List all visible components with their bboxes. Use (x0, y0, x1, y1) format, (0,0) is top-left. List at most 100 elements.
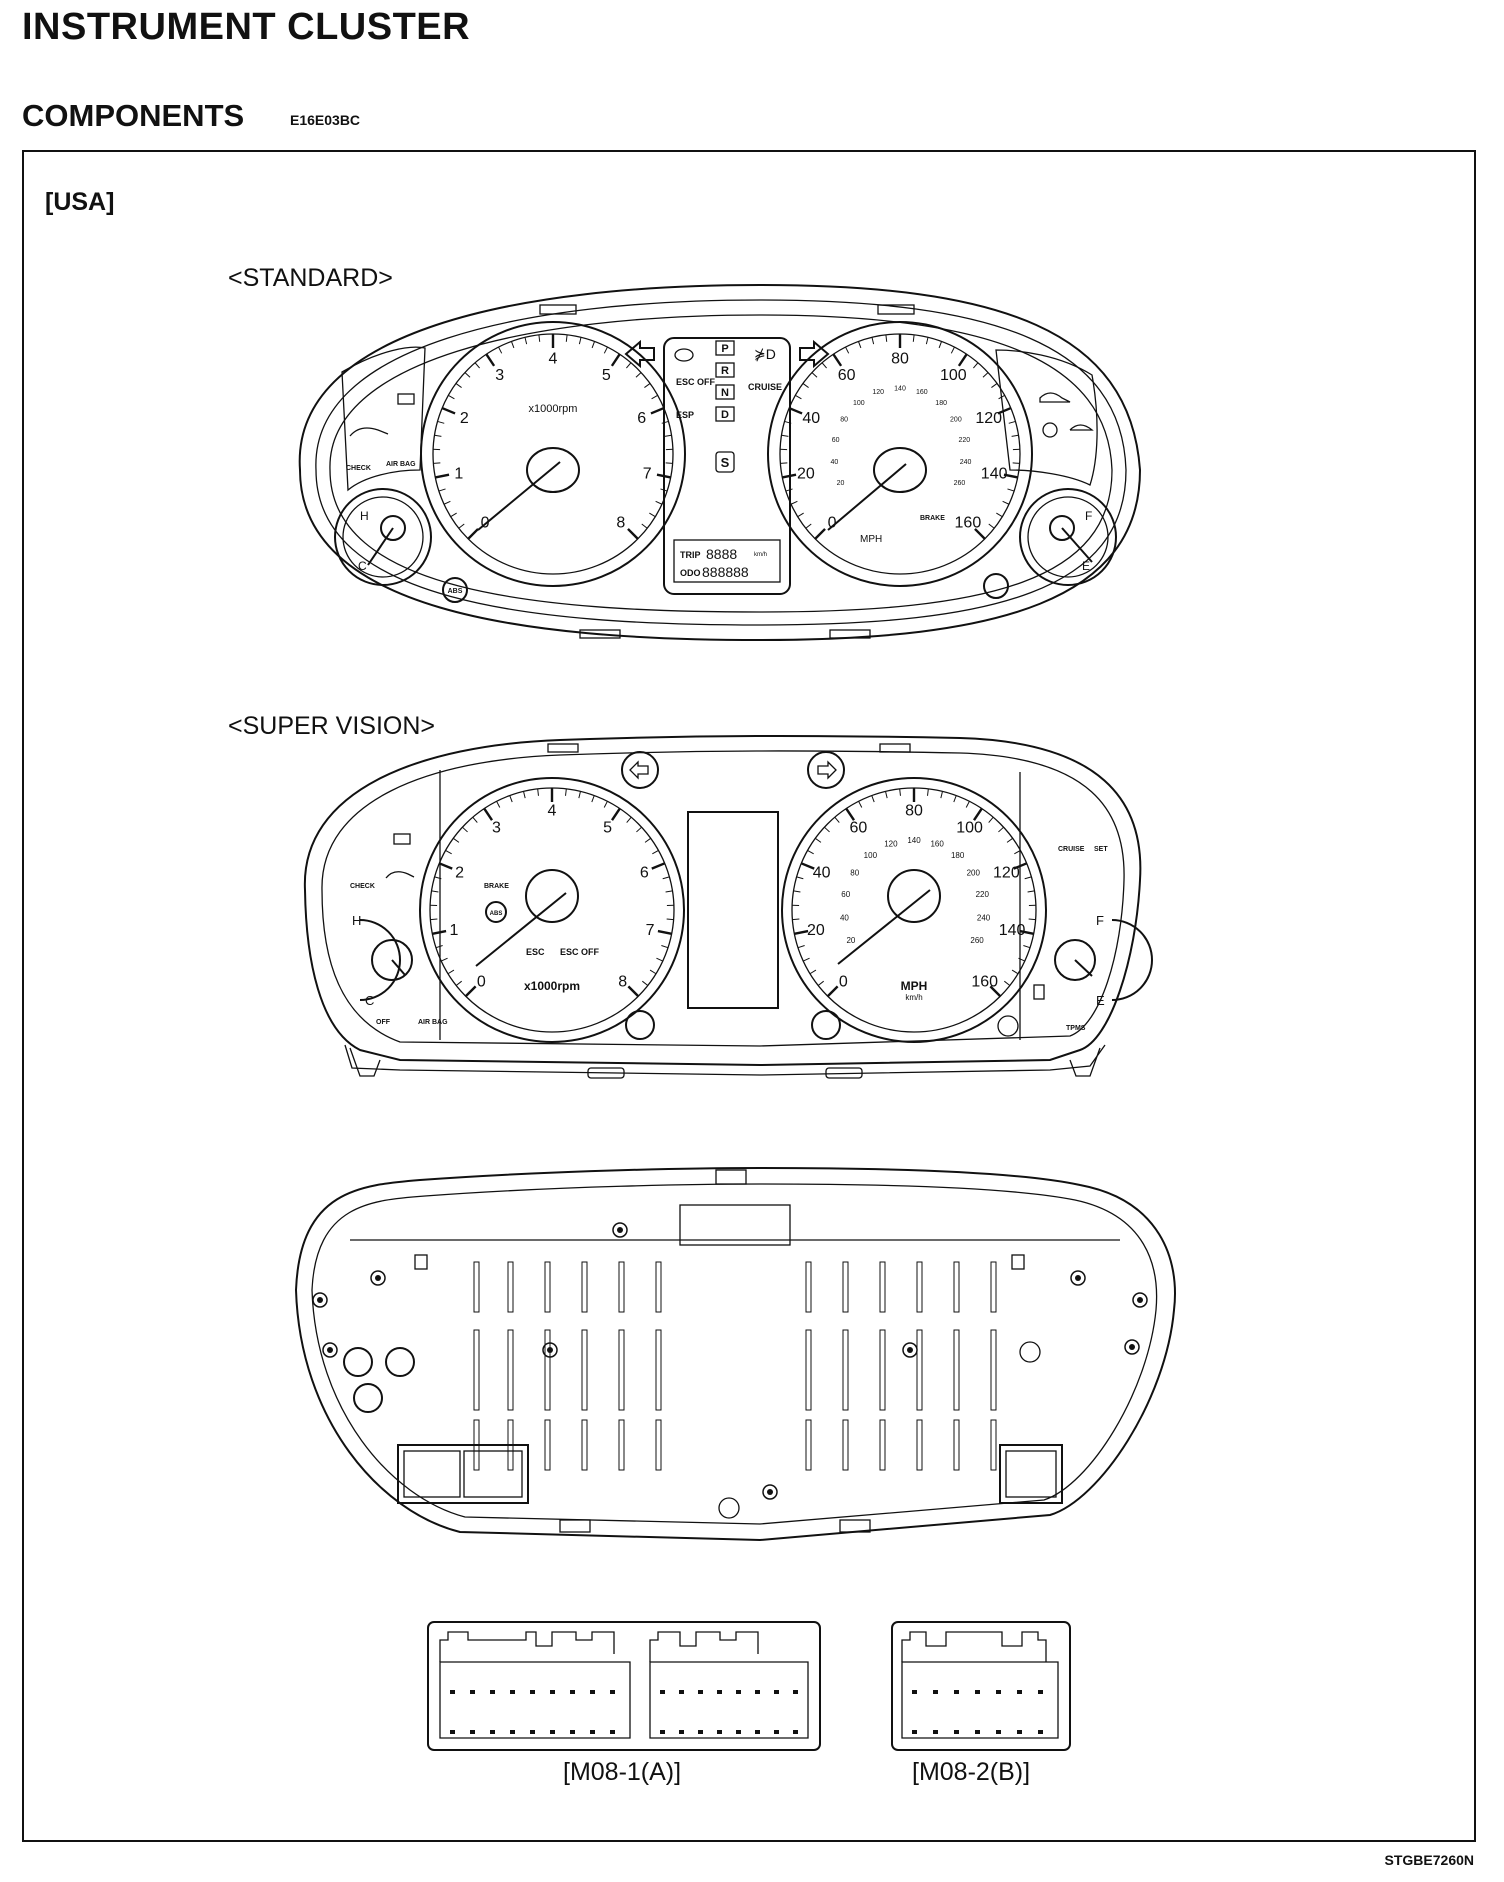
super-vision-tach-tick (438, 862, 453, 870)
rear-screw-center (907, 1347, 913, 1353)
super-vision-temperature-needle (391, 959, 406, 976)
connector-a-pin (755, 1690, 760, 1694)
standard-speedo-inner-number: 180 (935, 400, 947, 407)
standard-speedo-tick (780, 462, 788, 464)
rear-slot (879, 1419, 886, 1471)
standard-tach-number: 2 (460, 410, 469, 427)
standard-tach-tick (510, 341, 515, 349)
connector-a-pin (698, 1690, 703, 1694)
super-vision-speedo-tick (927, 788, 929, 796)
rear-slot (842, 1419, 849, 1471)
super-vision-tach-tick (662, 876, 670, 880)
connector-a-pin (490, 1690, 495, 1694)
connector-a-pin (660, 1690, 665, 1694)
connector-b-pin (975, 1690, 980, 1694)
super-vision-cruise-label: CRUISE (1058, 846, 1085, 853)
super-vision-headlamp-icon (625, 1010, 655, 1040)
standard-cruise-label: CRUISE (748, 382, 782, 392)
super-vision-tach-tick (472, 816, 478, 823)
rear-slot (618, 1419, 625, 1471)
rear-slot (655, 1419, 662, 1471)
standard-tach-tick (655, 500, 663, 505)
super-vision-tachometer-ticks (430, 788, 674, 998)
rear-slot (805, 1419, 812, 1471)
super-vision-fuel-empty: E (1096, 993, 1105, 1008)
standard-tach-tick (591, 341, 596, 349)
standard-tach-tick (610, 353, 621, 367)
connector-b-body (891, 1621, 1071, 1751)
standard-tach-tick (485, 353, 496, 367)
standard-speedo-tick (1008, 420, 1016, 424)
connector-b-pin (954, 1690, 959, 1694)
rear-slot (842, 1329, 849, 1411)
standard-lcd-trip-label: TRIP (680, 550, 701, 560)
standard-speedo-tick (845, 346, 850, 354)
rear-screw (1132, 1292, 1148, 1308)
connector-a-pin (570, 1730, 575, 1734)
standard-outer-housing (298, 283, 1142, 642)
connector-a-pin (679, 1730, 684, 1734)
super-vision-speedo-inner-number: 120 (884, 840, 898, 849)
figure-code: STGBE7260N (1384, 1852, 1474, 1868)
connector-b-top-keying (901, 1631, 1047, 1662)
rear-screw (1070, 1270, 1086, 1286)
standard-tach-tick (458, 523, 465, 529)
connector-a-pin (717, 1730, 722, 1734)
standard-speedo-tick (788, 406, 803, 415)
standard-tach-tick (635, 372, 642, 378)
rear-slot (953, 1329, 960, 1411)
super-vision-temp-hot: H (352, 913, 361, 928)
super-vision-speedo-tick (1023, 945, 1031, 949)
rear-screw (902, 1342, 918, 1358)
connector-a-pin (610, 1690, 615, 1694)
rear-marker-left (414, 1254, 428, 1270)
standard-speedo-tick (784, 420, 792, 424)
rear-screw (542, 1342, 558, 1358)
super-vision-set-label: SET (1094, 846, 1108, 853)
rear-top-block (679, 1204, 791, 1246)
connector-a-pin (530, 1690, 535, 1694)
rear-bulb-sockets (343, 1347, 415, 1413)
rear-slot (544, 1261, 551, 1313)
standard-tach-unit: x1000rpm (529, 403, 578, 415)
super-vision-speedo-number: 160 (971, 973, 998, 990)
standard-temperature-gauge-inner (342, 496, 424, 578)
standard-lcd-unit: km/h (754, 552, 767, 558)
super-vision-speedometer-needle (837, 889, 931, 965)
super-vision-speedo-tick (1018, 957, 1026, 962)
super-vision-tpms-icon (997, 1015, 1019, 1037)
super-vision-speedo-number: 0 (839, 973, 848, 990)
connector-b-pin (912, 1730, 917, 1734)
standard-speedo-tick (795, 394, 802, 400)
standard-lcd-trip-digits: 8888 (706, 546, 737, 562)
rear-slot (618, 1261, 625, 1313)
standard-brake-label: BRAKE (920, 515, 945, 522)
super-vision-mount-left (349, 1047, 381, 1077)
super-vision-speedo-number: 120 (993, 864, 1020, 881)
super-vision-tach-tick (445, 849, 452, 855)
super-vision-tach-number: 8 (618, 973, 627, 990)
super-vision-tach-tick (666, 918, 674, 921)
rear-slot (655, 1329, 662, 1411)
region-label: [USA] (45, 188, 115, 216)
standard-defrost-icon (1042, 422, 1058, 438)
section-code: E16E03BC (290, 112, 361, 128)
super-vision-tach-tick (509, 795, 513, 803)
rear-slot (805, 1329, 812, 1411)
super-vision-mount-right (1069, 1047, 1101, 1077)
rear-marker-right (1011, 1254, 1025, 1270)
standard-door-open-icon (1039, 392, 1071, 403)
connector-b-label: [M08-2(B)] (912, 1758, 1031, 1786)
rear-housing-inner (311, 1183, 1158, 1525)
super-vision-tach-tick (603, 801, 608, 808)
connector-a-pin (755, 1730, 760, 1734)
standard-tach-tick (524, 337, 528, 345)
standard-temperature-needle (367, 527, 394, 566)
standard-speedo-tick (871, 337, 875, 345)
standard-speedometer-ticks (780, 334, 1020, 540)
rear-slot (473, 1261, 480, 1313)
super-vision-speedo-tick (1014, 849, 1021, 855)
rear-screw (322, 1342, 338, 1358)
